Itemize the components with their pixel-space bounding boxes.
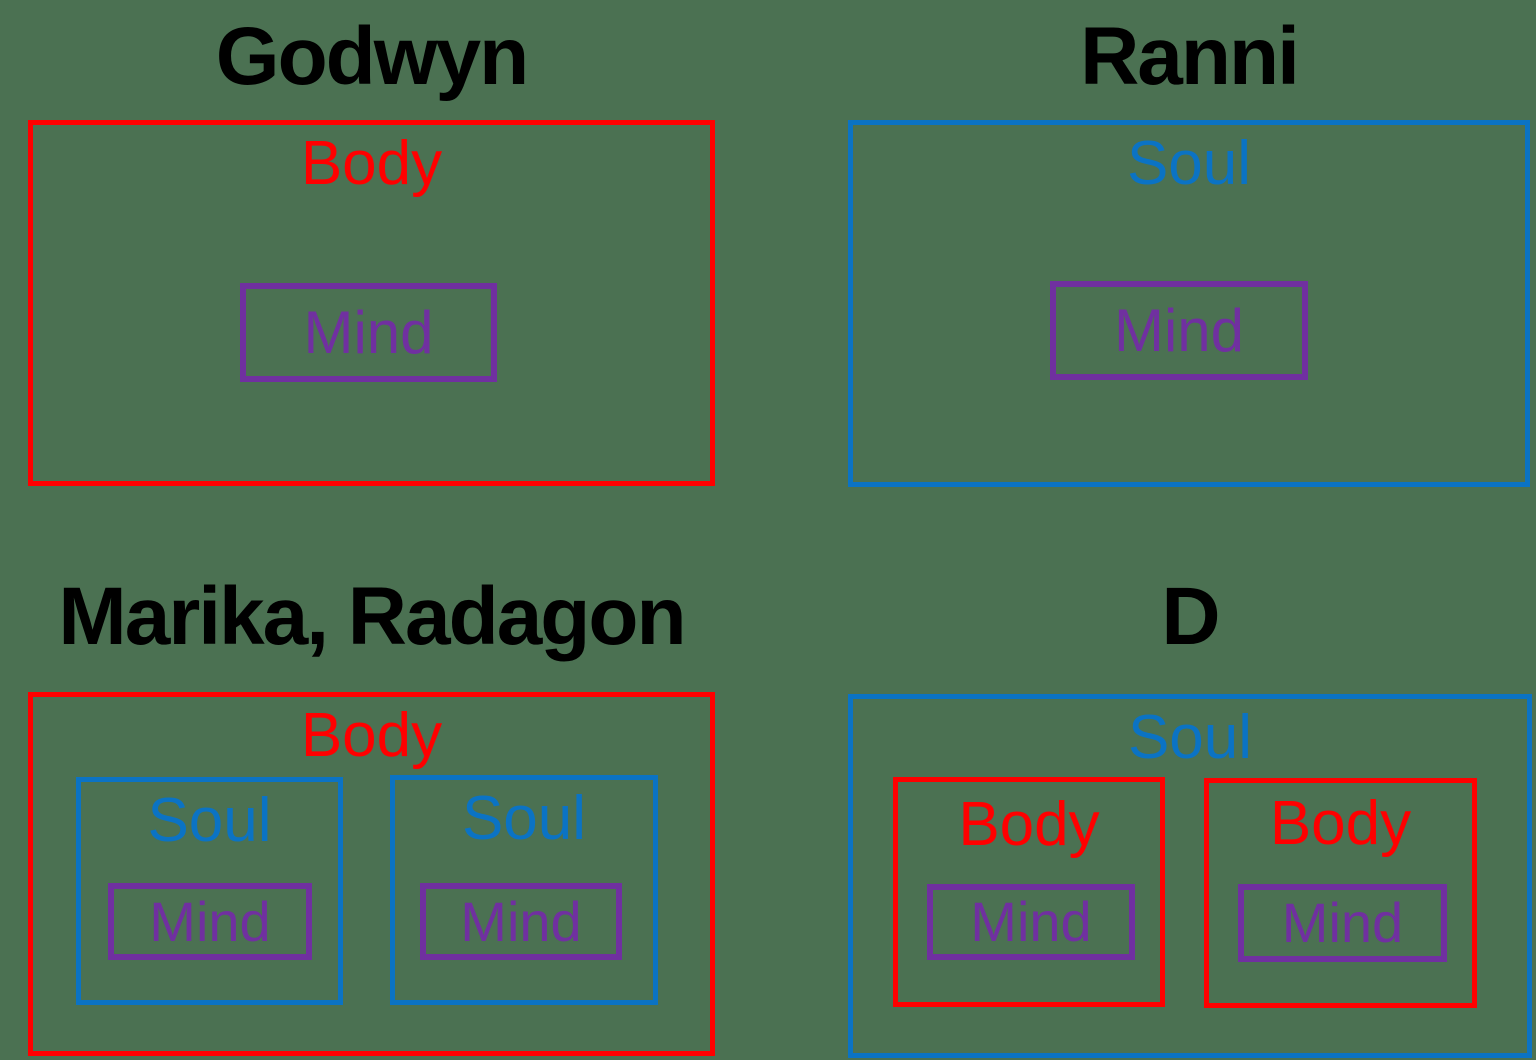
marika-mind-box-right: Mind	[420, 883, 622, 960]
d-mind-label-left: Mind	[970, 890, 1092, 953]
d-body-label-left: Body	[958, 790, 1100, 859]
godwyn-mind-label: Mind	[303, 298, 434, 366]
marika-body-box: Body Soul Mind Soul Mind	[28, 692, 715, 1056]
ranni-mind-box: Mind	[1050, 281, 1308, 380]
ranni-mind-label: Mind	[1113, 296, 1245, 364]
marika-soul-label-right: Soul	[461, 784, 587, 853]
d-mind-label-right: Mind	[1281, 891, 1404, 954]
d-soul-label: Soul	[1127, 703, 1253, 772]
marika-mind-box-left: Mind	[108, 883, 312, 960]
d-mind-box-left: Mind	[927, 884, 1135, 960]
d-soul-box: Soul Body Mind Body Mind	[848, 694, 1532, 1058]
panel-title-d: D	[1161, 571, 1220, 662]
marika-soul-label-left: Soul	[147, 786, 272, 855]
panel-title-godwyn: Godwyn	[215, 11, 529, 102]
godwyn-body-label: Body	[300, 129, 443, 198]
godwyn-body-box: Body Mind	[28, 120, 715, 486]
d-body-label-right: Body	[1269, 789, 1412, 858]
d-mind-box-right: Mind	[1238, 884, 1447, 962]
marika-soul-box-left: Soul Mind	[76, 777, 343, 1005]
panel-title-ranni: Ranni	[1080, 11, 1300, 102]
godwyn-mind-box: Mind	[240, 283, 497, 382]
marika-mind-label-right: Mind	[460, 889, 582, 953]
marika-mind-label-left: Mind	[149, 889, 271, 953]
d-body-box-left: Body Mind	[893, 777, 1165, 1007]
panel-title-marika-radagon: Marika, Radagon	[58, 571, 686, 662]
marika-soul-box-right: Soul Mind	[390, 775, 658, 1005]
d-body-box-right: Body Mind	[1204, 778, 1477, 1008]
ranni-soul-label: Soul	[1126, 129, 1252, 198]
marika-body-label: Body	[300, 701, 443, 770]
ranni-soul-box: Soul Mind	[848, 120, 1530, 487]
